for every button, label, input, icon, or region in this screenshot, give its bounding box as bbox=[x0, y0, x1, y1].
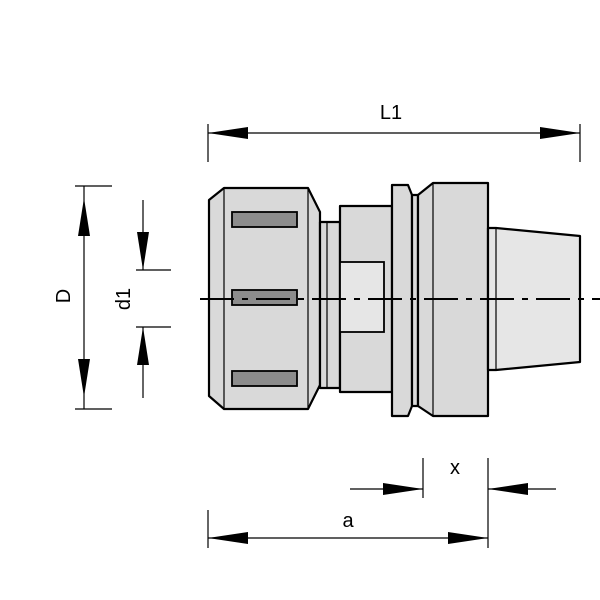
dimension-a: a bbox=[207, 510, 488, 548]
body-window bbox=[339, 261, 385, 333]
D-arrow-bottom bbox=[78, 359, 90, 397]
flange-left bbox=[390, 183, 414, 418]
neck bbox=[318, 220, 342, 390]
x-arrow-right bbox=[488, 483, 528, 495]
L1-arrow-right bbox=[540, 127, 580, 139]
nut-slot-top bbox=[231, 211, 298, 228]
D-label: D bbox=[53, 289, 75, 303]
dimension-D: D bbox=[53, 185, 112, 410]
dimension-x: x bbox=[350, 457, 556, 548]
a-label: a bbox=[342, 510, 354, 532]
nut-slot-middle bbox=[231, 289, 298, 306]
L1-label: L1 bbox=[380, 102, 402, 124]
L1-arrow-left bbox=[208, 127, 248, 139]
a-arrow-right bbox=[448, 532, 488, 544]
tool-holder-body bbox=[207, 181, 582, 418]
nut-slot-bottom bbox=[231, 370, 298, 387]
dimension-d1: d1 bbox=[113, 200, 171, 398]
d1-arrow-top bbox=[137, 232, 149, 270]
D-arrow-top bbox=[78, 198, 90, 236]
a-arrow-left bbox=[208, 532, 248, 544]
x-arrow-left bbox=[383, 483, 423, 495]
d1-arrow-bottom bbox=[137, 327, 149, 365]
d1-label: d1 bbox=[113, 288, 135, 310]
dimension-L1: L1 bbox=[207, 102, 581, 162]
x-label: x bbox=[450, 457, 460, 479]
